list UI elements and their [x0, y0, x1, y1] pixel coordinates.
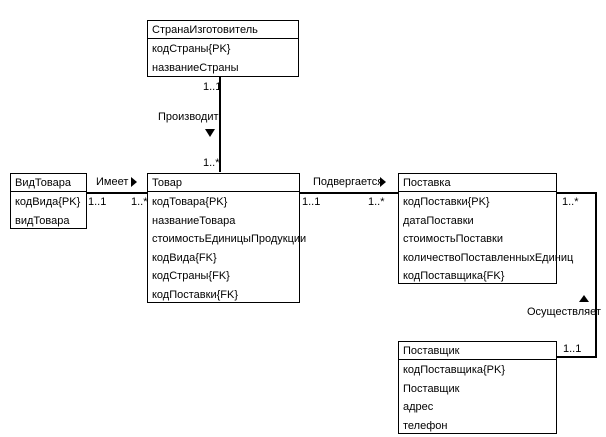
entity-attribute: датаПоставки	[403, 214, 474, 227]
entity-product: Товар кодТовара{PK} названиеТовара стоим…	[147, 173, 307, 303]
entity-supplier: Поставщик кодПоставщика{PK} Поставщик ад…	[398, 341, 557, 434]
entity-attribute: кодТовара{PK}	[152, 196, 228, 208]
entity-attribute: Поставщик	[403, 382, 460, 395]
entity-attribute: количествоПоставленныхЕдиниц	[403, 251, 574, 264]
produces-label: Производит	[158, 111, 219, 123]
entity-country: СтранаИзготовитель кодСтраны{PK} названи…	[147, 20, 299, 77]
entity-attribute: стоимостьПоставки	[403, 233, 503, 245]
entity-attribute: кодПоставки{PK}	[403, 196, 490, 208]
entity-product-type: ВидТовара кодВида{PK} видТовара	[10, 173, 87, 229]
entity-attribute: кодСтраны{PK}	[152, 43, 231, 55]
entity-attribute: кодПоставщика{FK}	[403, 270, 505, 282]
entity-title: Поставщик	[399, 342, 556, 360]
performs-label: Осуществляет	[527, 306, 601, 318]
entity-attribute: кодВида{FK}	[152, 251, 217, 264]
produces-direction-arrow	[205, 129, 215, 137]
has-direction-arrow	[131, 177, 137, 187]
performs-line	[556, 192, 597, 358]
entity-attribute: адрес	[403, 401, 434, 413]
undergoes-direction-arrow	[380, 177, 386, 187]
performs-to-multiplicity: 1..*	[562, 196, 579, 208]
entity-attribute: названиеТовара	[152, 214, 236, 227]
entity-title: Товар	[148, 174, 299, 192]
entity-attribute: названиеСтраны	[152, 61, 239, 74]
entity-delivery: Поставка кодПоставки{PK} датаПоставки ст…	[398, 173, 574, 284]
produces-to-multiplicity: 1..*	[203, 157, 220, 169]
produces-from-multiplicity: 1..1	[203, 81, 222, 93]
undergoes-from-multiplicity: 1..1	[302, 196, 321, 208]
undergoes-label: Подвергается	[313, 176, 384, 188]
performs-direction-arrow	[579, 295, 589, 302]
entity-attribute: кодВида{PK}	[15, 196, 81, 208]
entity-attribute: кодПоставщика{PK}	[403, 364, 506, 376]
entity-attribute: стоимостьЕдиницыПродукции	[152, 233, 307, 245]
entity-attribute: телефон	[403, 419, 448, 432]
has-from-multiplicity: 1..1	[88, 196, 107, 208]
entity-attribute: кодПоставки{FK}	[152, 288, 238, 301]
entity-attribute: видТовара	[15, 214, 70, 227]
entity-title: СтранаИзготовитель	[148, 21, 298, 39]
has-to-multiplicity: 1..*	[131, 196, 148, 208]
entity-attribute: кодСтраны{FK}	[152, 270, 230, 282]
has-label: Имеет	[96, 176, 129, 188]
performs-from-multiplicity: 1..1	[563, 343, 582, 355]
entity-title: ВидТовара	[11, 174, 86, 192]
entity-title: Поставка	[399, 174, 556, 192]
undergoes-to-multiplicity: 1..*	[368, 196, 385, 208]
